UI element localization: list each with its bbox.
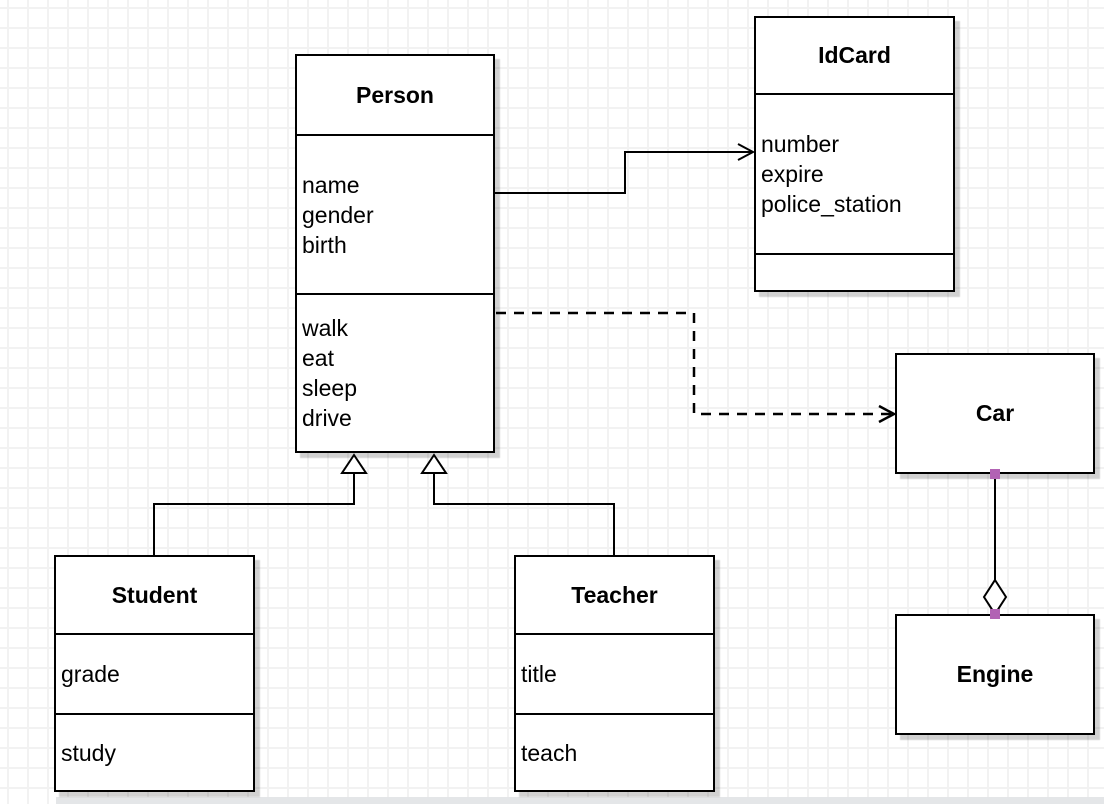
class-title-person: Person [356,81,434,108]
class-box-student[interactable]: Student grade study [54,555,255,792]
class-title-engine: Engine [956,661,1034,687]
class-methods-idcard [756,253,953,290]
attribute-label: gender [302,201,374,228]
aggregation-connector-car-engine[interactable] [982,469,1008,619]
class-attributes-student: grade [56,633,253,713]
class-methods-teacher: teach [516,713,713,790]
connection-endpoint-handle[interactable] [990,469,1000,479]
class-box-idcard[interactable]: IdCard number expire police_station [754,16,955,292]
method-label: study [61,739,116,766]
open-arrowhead-icon [878,404,897,424]
method-label: drive [302,405,352,431]
attribute-label: expire [761,161,824,187]
class-attributes-teacher: title [516,633,713,713]
class-methods-student: study [56,713,253,790]
class-box-person[interactable]: Person name gender birth walk eat sleep … [295,54,495,453]
generalization-connector-teacher-person[interactable] [420,453,615,555]
method-label: walk [302,315,349,341]
class-title-student: Student [111,581,198,608]
attribute-label: grade [61,661,120,687]
class-title-idcard: IdCard [818,42,891,68]
class-box-engine[interactable]: Engine [895,614,1095,735]
connection-endpoint-handle[interactable] [990,609,1000,619]
hollow-triangle-arrowhead-icon [420,453,448,474]
open-arrowhead-icon [737,143,756,161]
hollow-diamond-icon [982,578,1008,616]
class-box-car[interactable]: Car [895,353,1095,474]
attribute-label: number [761,131,839,157]
class-title-car: Car [975,400,1015,426]
dependency-connector-person-car[interactable] [496,311,897,424]
class-attributes-person: name gender birth [297,134,493,293]
page-edge-strip [56,797,1104,804]
hollow-triangle-arrowhead-icon [340,453,368,474]
association-connector-person-idcard[interactable] [495,143,756,194]
generalization-connector-student-person[interactable] [153,453,368,555]
attribute-label: name [302,171,360,198]
class-title-teacher: Teacher [571,581,658,608]
attribute-label: birth [302,231,347,258]
method-label: teach [521,739,578,766]
method-label: sleep [302,375,357,401]
attribute-label: police_station [761,191,902,217]
attribute-label: title [521,661,557,687]
class-box-teacher[interactable]: Teacher title teach [514,555,715,792]
method-label: eat [302,345,334,371]
class-attributes-idcard: number expire police_station [756,93,953,253]
class-methods-person: walk eat sleep drive [297,293,493,451]
